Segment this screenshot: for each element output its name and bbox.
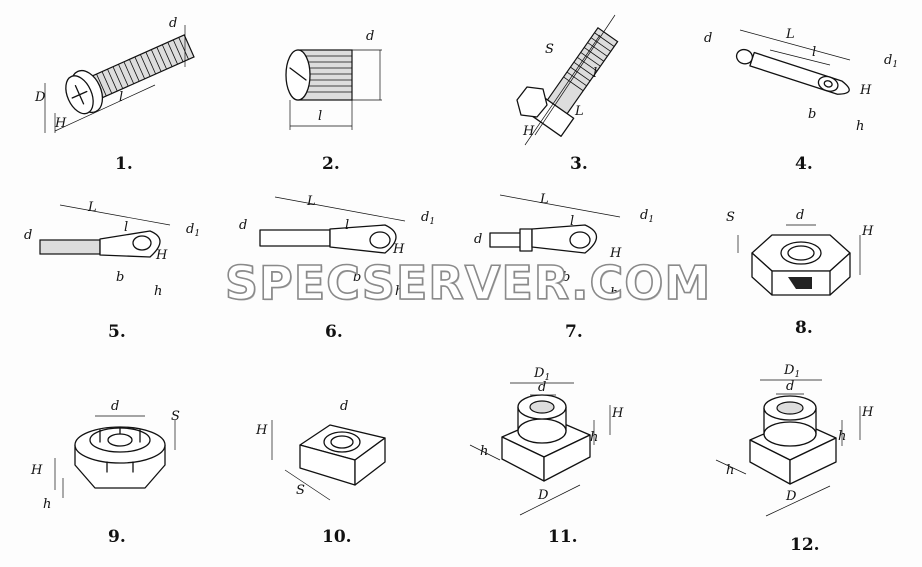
label-H: H bbox=[255, 423, 268, 438]
hex-nut-drawing: S d H bbox=[726, 208, 874, 296]
figure-12-t-slot-nut: D1 d H h D h bbox=[710, 350, 890, 530]
figure-3-number: 3. bbox=[570, 154, 588, 174]
label-h: h bbox=[395, 284, 403, 299]
figure-9-castle-nut: d S H h bbox=[25, 390, 195, 515]
label-b: b bbox=[353, 270, 361, 285]
figure-4-number: 4. bbox=[795, 154, 813, 174]
label-d: d bbox=[340, 399, 348, 414]
label-H: H bbox=[392, 242, 405, 257]
label-D: D bbox=[34, 90, 46, 105]
label-D: D bbox=[785, 489, 797, 504]
label-S: S bbox=[296, 483, 305, 498]
figure-8-hex-nut: S d H bbox=[720, 195, 880, 310]
label-b: b bbox=[562, 270, 570, 285]
set-screw-drawing: d l bbox=[285, 29, 382, 130]
figure-5-swing-bolt: d L l d1 H b h bbox=[20, 195, 210, 310]
label-l: l bbox=[119, 90, 123, 105]
label-H: H bbox=[155, 248, 168, 263]
label-H: H bbox=[861, 405, 874, 420]
swing-bolt-threaded-drawing: d L l d1 H b h bbox=[24, 200, 200, 299]
figure-12-number: 12. bbox=[790, 535, 820, 555]
label-h-right: h bbox=[590, 430, 598, 445]
label-D: D bbox=[537, 488, 549, 503]
swing-bolt-collar-drawing: d L l d1 H b h bbox=[474, 192, 654, 301]
hex-bolt-drawing: S l L H bbox=[516, 14, 619, 146]
label-d: d bbox=[474, 232, 482, 247]
swing-bolt-pin-drawing: d L l d1 H b h bbox=[239, 194, 435, 299]
label-L: L bbox=[539, 192, 549, 207]
label-d: d bbox=[169, 16, 177, 31]
label-l: l bbox=[318, 109, 322, 124]
label-l: l bbox=[593, 66, 597, 81]
t-slot-nut-drawing: D1 d H h D h bbox=[469, 366, 624, 516]
figure-8-number: 8. bbox=[795, 318, 813, 338]
label-L: L bbox=[306, 194, 316, 209]
label-b: b bbox=[116, 270, 124, 285]
label-h: h bbox=[856, 119, 864, 134]
label-S: S bbox=[726, 210, 735, 225]
label-d1: d1 bbox=[640, 208, 654, 225]
label-l: l bbox=[345, 218, 349, 233]
label-L: L bbox=[87, 200, 97, 215]
label-S: S bbox=[171, 409, 180, 424]
label-d: d bbox=[24, 228, 32, 243]
label-H: H bbox=[522, 124, 535, 139]
figure-7-number: 7. bbox=[565, 322, 583, 342]
figure-9-number: 9. bbox=[108, 527, 126, 547]
label-H: H bbox=[30, 463, 43, 478]
label-h-right: h bbox=[838, 429, 846, 444]
figure-11-number: 11. bbox=[548, 527, 578, 547]
label-d: d bbox=[538, 380, 546, 395]
label-d1: d1 bbox=[186, 222, 200, 239]
label-d1: d1 bbox=[421, 210, 435, 227]
label-H: H bbox=[861, 224, 874, 239]
swing-bolt-drawing: d L l d1 H b h bbox=[704, 27, 898, 134]
label-h-left: h bbox=[726, 463, 734, 478]
figure-11-t-slot-nut: D1 d H h D h bbox=[460, 365, 640, 525]
label-l: l bbox=[570, 214, 574, 229]
label-d: d bbox=[796, 208, 804, 223]
label-L: L bbox=[574, 104, 584, 119]
figure-1-cross-head-screw: d D H l bbox=[34, 5, 205, 155]
label-L: L bbox=[785, 27, 795, 42]
figure-1-labels: d D H l bbox=[34, 16, 177, 131]
label-b: b bbox=[808, 107, 816, 122]
label-h: h bbox=[154, 284, 162, 299]
label-d1: d1 bbox=[884, 53, 898, 70]
label-H: H bbox=[54, 116, 67, 131]
label-h-left: h bbox=[480, 444, 488, 459]
figure-6-number: 6. bbox=[325, 322, 343, 342]
label-S: S bbox=[545, 42, 554, 57]
label-h: h bbox=[610, 286, 618, 301]
label-H: H bbox=[859, 83, 872, 98]
figure-7-swing-bolt-collar: d L l d1 H b h bbox=[470, 185, 670, 310]
square-nut-drawing: d H S bbox=[255, 399, 386, 501]
figure-2-set-screw: d l bbox=[270, 10, 400, 140]
t-slot-nut-variant-drawing: D1 d H h D h bbox=[715, 363, 874, 517]
figure-6-swing-bolt-pin: d L l d1 H b h bbox=[235, 185, 445, 310]
label-l: l bbox=[124, 220, 128, 235]
figure-1-number: 1. bbox=[115, 154, 133, 174]
label-h: h bbox=[43, 497, 51, 512]
cross-head-screw-drawing bbox=[44, 25, 195, 133]
castle-nut-drawing: d S H h bbox=[30, 399, 180, 512]
figure-2-number: 2. bbox=[322, 154, 340, 174]
label-d: d bbox=[704, 31, 712, 46]
figure-3-hex-bolt: S l L H bbox=[505, 5, 645, 155]
figure-10-number: 10. bbox=[322, 527, 352, 547]
figure-4-swing-bolt: d L l d1 H b h bbox=[700, 20, 900, 150]
label-D1: D1 bbox=[783, 363, 800, 380]
figure-10-square-nut: d H S bbox=[250, 390, 400, 515]
label-d: d bbox=[786, 379, 794, 394]
label-l: l bbox=[812, 45, 816, 60]
label-D1: D1 bbox=[533, 366, 550, 383]
figure-5-number: 5. bbox=[108, 322, 126, 342]
label-d: d bbox=[366, 29, 374, 44]
label-H: H bbox=[609, 246, 622, 261]
label-d: d bbox=[111, 399, 119, 414]
label-d: d bbox=[239, 218, 247, 233]
label-H: H bbox=[611, 406, 624, 421]
